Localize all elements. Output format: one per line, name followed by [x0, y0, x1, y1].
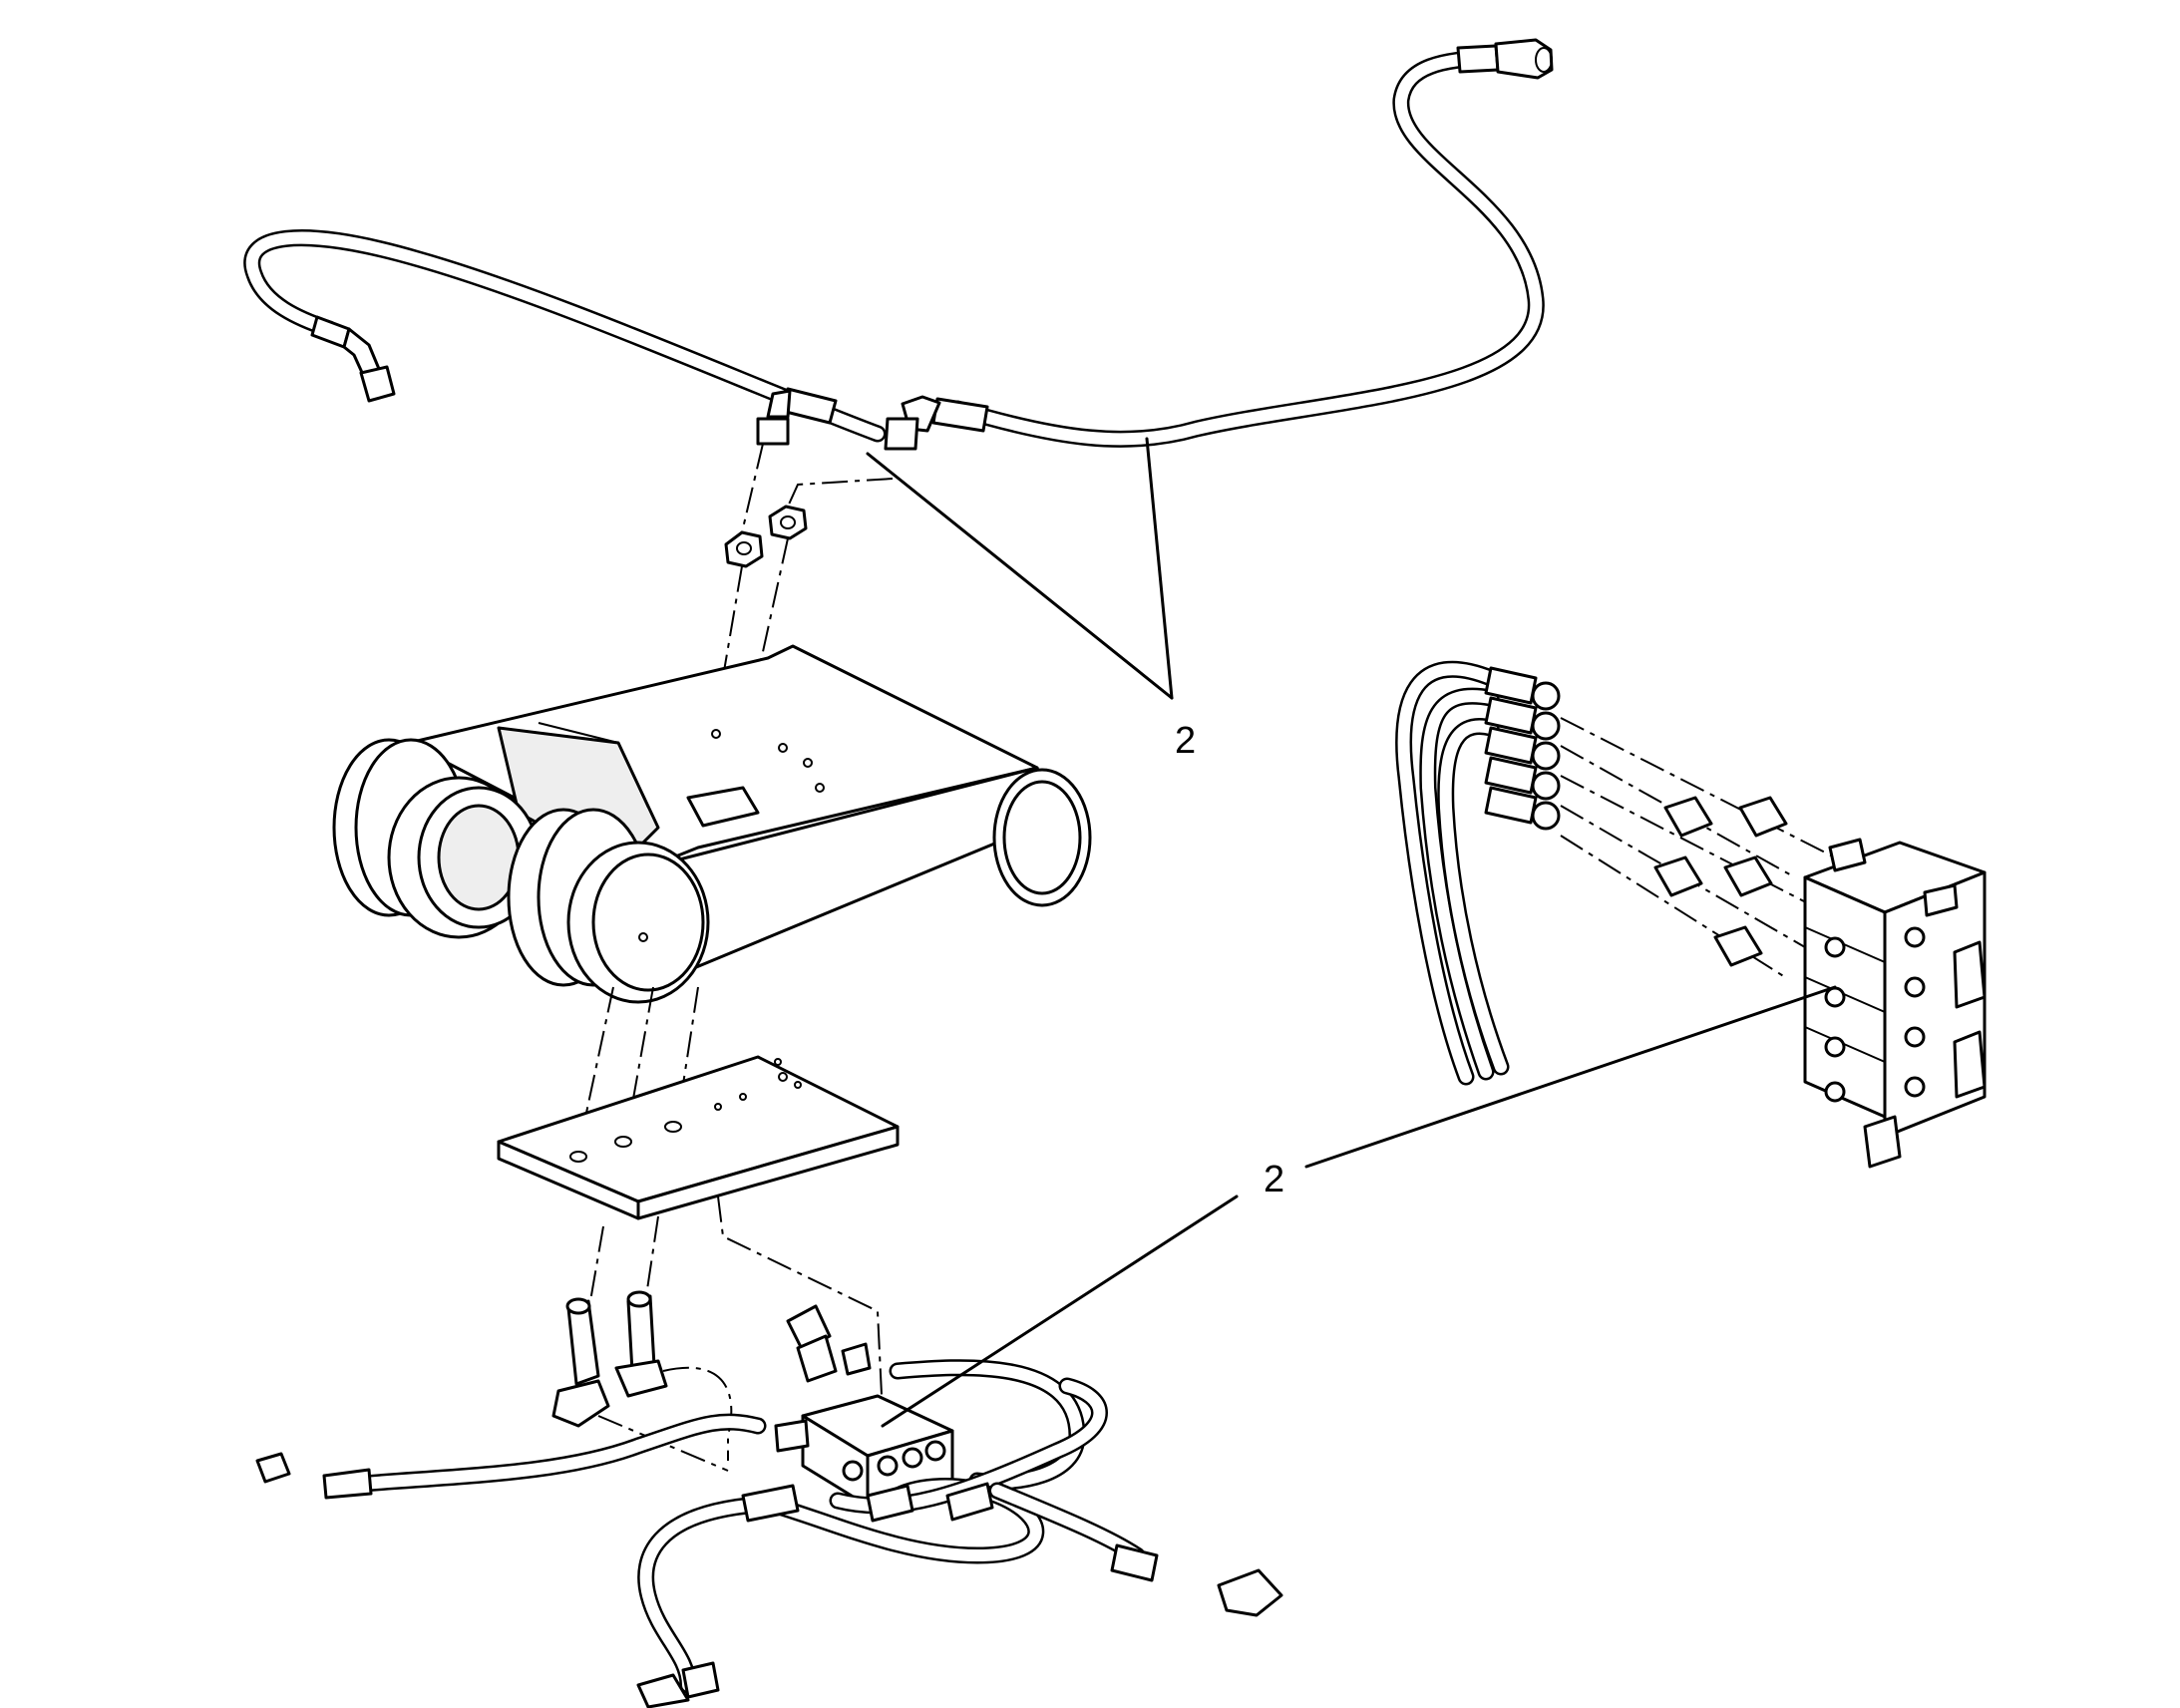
- upper-hose-fitting-right: [884, 395, 989, 451]
- lower-hoses: [330, 1359, 1146, 1694]
- upper-left-hose: [243, 229, 887, 443]
- callout-label-upper: 2: [1175, 720, 1196, 762]
- upper-right-hose-end-fitting: [1456, 38, 1554, 80]
- lower-hose-end-fittings: [255, 1452, 1283, 1708]
- upper-hose-fitting-left: [756, 387, 838, 446]
- right-hose-bundle: [1395, 660, 1510, 1086]
- upper-right-hose: [948, 49, 1545, 448]
- callout-leaders: [866, 437, 1837, 1428]
- callout-label-lower: 2: [1264, 1159, 1284, 1200]
- nut-left: [724, 530, 764, 568]
- boom-frame: [332, 644, 1092, 1004]
- upper-left-hose-end-fitting: [310, 315, 396, 403]
- lower-swivel-fitting-left: [551, 1297, 610, 1428]
- nut-right: [768, 505, 808, 540]
- lower-swivel-fitting-right: [614, 1290, 668, 1398]
- lower-valve-block: [774, 1394, 954, 1508]
- assembly-centerlines-right: [1560, 717, 1836, 978]
- right-adapters: [1653, 796, 1788, 967]
- mounting-plate: [497, 1055, 900, 1220]
- right-hose-bundle-fittings: [1484, 666, 1561, 831]
- lower-elbow-fitting: [786, 1304, 872, 1383]
- right-valve-bank: [1803, 838, 1987, 1169]
